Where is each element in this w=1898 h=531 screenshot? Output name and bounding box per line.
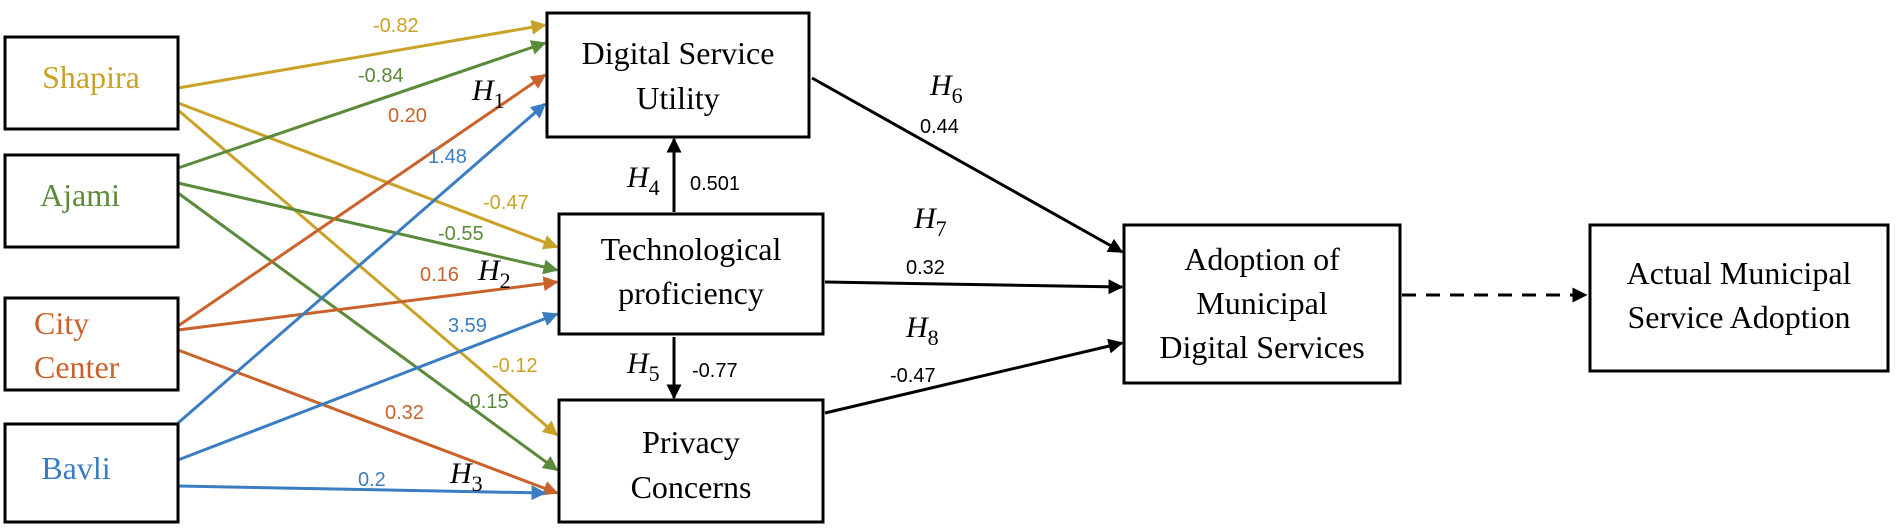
node-tp-label-2: proficiency xyxy=(618,275,764,311)
coef-bavli-tp: 3.59 xyxy=(448,315,487,337)
node-pc-label-1: Privacy xyxy=(642,424,740,460)
coef-city-dsu: 0.20 xyxy=(388,105,427,127)
edge-bavli-tp xyxy=(177,311,559,462)
edge-pc-adopt xyxy=(824,338,1124,415)
edge-bavli-pc xyxy=(177,484,547,501)
node-adoption-label-2: Municipal xyxy=(1196,285,1328,321)
node-privacy-concerns xyxy=(557,398,825,524)
edge-tp-adopt xyxy=(824,279,1124,295)
hypothesis-h6: H6 xyxy=(929,69,963,108)
edge-bavli-dsu xyxy=(177,102,547,425)
edge-ajami-dsu xyxy=(177,40,547,170)
node-ajami-label: Ajami xyxy=(40,177,120,213)
coef-bavli-pc: 0.2 xyxy=(358,469,386,491)
node-tp-label-1: Technological xyxy=(601,231,782,267)
coef-bavli-dsu: 1.48 xyxy=(428,146,467,168)
coef-shapira-pc: -0.12 xyxy=(492,355,538,377)
coef-pc-adopt: -0.47 xyxy=(890,365,936,387)
hypothesis-h7: H7 xyxy=(913,202,947,241)
coef-shapira-tp: -0.47 xyxy=(483,192,529,214)
node-technological-proficiency xyxy=(557,212,825,336)
coef-ajami-dsu: -0.84 xyxy=(358,65,404,87)
coef-tp-pc: -0.77 xyxy=(692,360,738,382)
node-city-center-label-2: Center xyxy=(34,349,120,385)
coef-shapira-dsu: -0.82 xyxy=(373,15,419,37)
hypothesis-h3: H3 xyxy=(449,457,483,496)
hypothesis-h4: H4 xyxy=(626,161,660,200)
coef-tp-adopt: 0.32 xyxy=(906,257,945,279)
node-shapira-label: Shapira xyxy=(42,59,140,95)
coef-tp-dsu: 0.501 xyxy=(690,173,740,195)
coef-dsu-adopt: 0.44 xyxy=(920,116,959,138)
node-dsu-label-1: Digital Service xyxy=(582,35,775,71)
edge-ajami-tp xyxy=(177,181,559,275)
edge-shapira-pc xyxy=(177,108,559,437)
edge-city-tp xyxy=(177,276,559,332)
node-actual-label-2: Service Adoption xyxy=(1627,299,1850,335)
node-pc-label-2: Concerns xyxy=(631,469,752,505)
edge-city-pc xyxy=(177,348,559,496)
node-adoption-label-1: Adoption of xyxy=(1184,241,1340,277)
node-actual-adoption xyxy=(1588,223,1890,373)
node-bavli xyxy=(3,422,180,524)
node-digital-service-utility xyxy=(545,11,811,139)
coef-ajami-tp: -0.55 xyxy=(438,223,484,245)
coef-city-tp: 0.16 xyxy=(420,264,459,286)
node-dsu-label-2: Utility xyxy=(636,80,720,116)
node-ajami xyxy=(3,153,180,249)
node-city-center-label-1: City xyxy=(34,305,89,341)
edge-shapira-tp xyxy=(177,101,559,250)
hypothesis-h2: H2 xyxy=(477,254,511,293)
coef-ajami-pc: -0.15 xyxy=(463,391,509,413)
hypothesis-h1: H1 xyxy=(471,74,505,113)
node-city-center xyxy=(3,296,180,392)
edge-city-dsu xyxy=(177,73,547,328)
node-actual-label-1: Actual Municipal xyxy=(1627,255,1852,291)
edge-ajami-pc xyxy=(177,191,559,472)
node-bavli-label: Bavli xyxy=(41,450,110,486)
edge-shapira-dsu xyxy=(177,19,547,90)
node-adoption xyxy=(1122,223,1402,385)
edge-dsu-adopt xyxy=(811,76,1124,254)
hypothesis-h5: H5 xyxy=(626,347,660,386)
node-shapira xyxy=(3,35,180,131)
coef-city-pc: 0.32 xyxy=(385,402,424,424)
node-adoption-label-3: Digital Services xyxy=(1159,329,1364,365)
hypothesis-h8: H8 xyxy=(905,311,939,350)
